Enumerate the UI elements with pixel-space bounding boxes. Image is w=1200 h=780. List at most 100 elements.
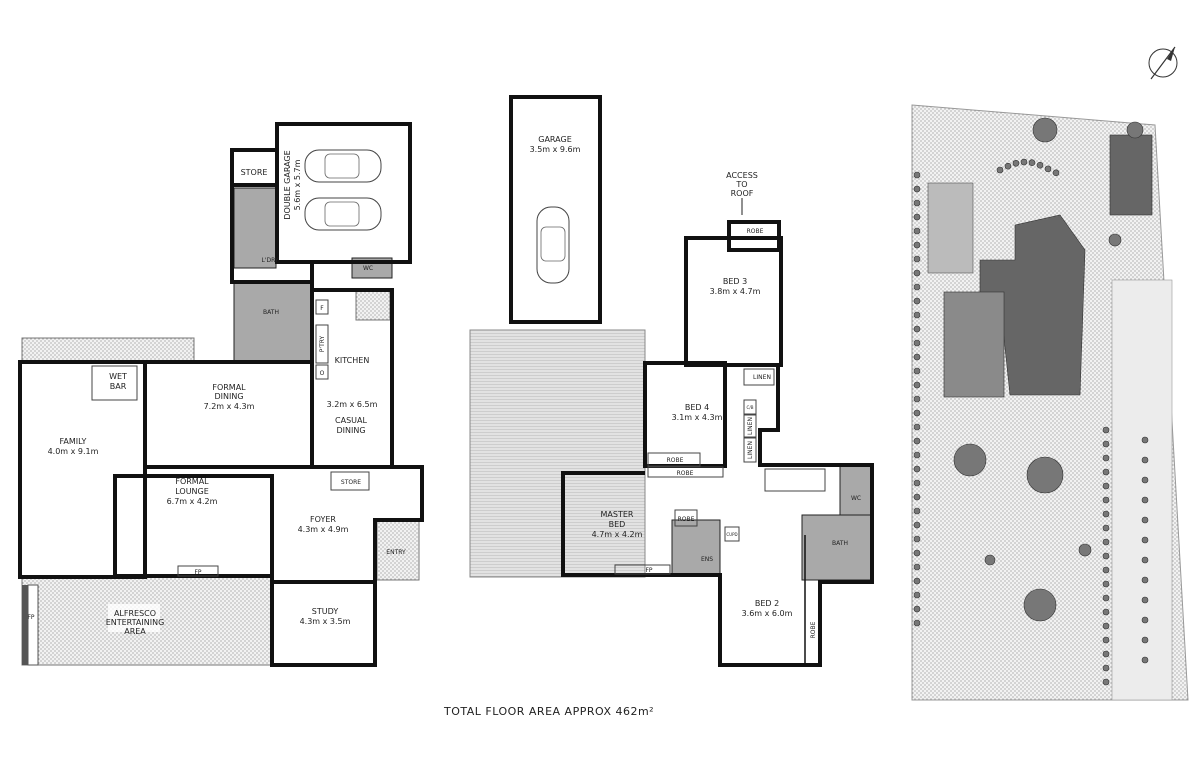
tree-icon [913,535,921,543]
room-label: FP [645,567,652,574]
tree-icon [1102,440,1110,448]
tree-icon [913,367,921,375]
tree-icon [1102,510,1110,518]
room-label: FAMILY [60,437,87,446]
tree-icon [1141,556,1149,564]
tree-icon [1032,117,1058,143]
room-size: 5.6m x 5.7m [293,159,302,210]
tree-icon [1102,552,1110,560]
double-garage [275,122,412,264]
tree-icon [913,577,921,585]
room-size: 3.6m x 6.0m [742,609,793,618]
store-room [230,148,279,187]
tree-icon [1102,622,1110,630]
tree-icon [1126,121,1144,139]
tree-icon [913,493,921,501]
room-label: FOYER [310,515,336,524]
tree-icon [913,423,921,431]
tree-icon [913,507,921,515]
tree-icon [1102,650,1110,658]
total-floor-area: TOTAL FLOOR AREA APPROX 462m² [443,705,654,718]
room-size: 3.2m x 6.5m [327,400,378,409]
tree-icon [1012,159,1020,167]
tree-icon [984,554,996,566]
room-label: GARAGE [538,135,572,144]
tree-icon [913,451,921,459]
tree-icon [1102,426,1110,434]
tree-icon [1102,468,1110,476]
tree-icon [913,339,921,347]
bath-floor [233,281,313,363]
room-label: ROBE [667,457,684,464]
entry-floor [376,519,420,581]
tree-icon [1102,538,1110,546]
room-label: F [320,305,324,312]
room-label: FORMAL [212,383,246,392]
car-icon [536,206,570,284]
car-icon [304,149,382,183]
room-size: 6.7m x 4.2m [167,497,218,506]
room-size: 3.5m x 9.6m [530,145,581,154]
room-label: STORE [341,479,361,486]
tree-icon [1141,636,1149,644]
patio-strip [21,337,195,363]
room-label: P'TRY [319,335,326,352]
tree-icon [1102,678,1110,686]
room-label: O [320,370,325,377]
tree-icon [1028,159,1036,167]
tree-icon [913,283,921,291]
room-label: LINEN [747,417,754,435]
tree-icon [913,171,921,179]
upper-floor: GARAGE 3.5m x 9.6m ACCESS TO ROOF ROBE B… [469,95,874,667]
formal-dining [143,360,314,469]
room-label: CASUAL [335,416,367,425]
room-label: FORMAL [175,477,209,486]
tree-icon [913,465,921,473]
tree-icon [913,619,921,627]
tree-icon [913,353,921,361]
tree-icon [1036,161,1044,169]
room-label: TO [735,180,747,189]
tree-icon [1052,169,1060,177]
room-label: WC [851,495,861,502]
room-label: DOUBLE GARAGE [283,150,292,219]
room-label: AREA [124,627,146,636]
room-label: WC [363,265,373,272]
room-size: 4.0m x 9.1m [48,447,99,456]
robe-bed-3 [727,220,781,252]
tree-icon [1102,608,1110,616]
room-label: CUPD [726,532,737,537]
tree-icon [1102,524,1110,532]
bed-3 [684,236,783,367]
room-label: BATH [832,540,848,547]
room-size: 4.7m x 4.2m [592,530,643,539]
tree-icon [913,199,921,207]
tree-icon [1102,454,1110,462]
ground-floor: DOUBLE GARAGE 5.6m x 5.7m STORE L'DRY BA… [18,122,424,667]
tree-icon [1141,536,1149,544]
room-label: BED 2 [755,599,779,608]
tree-icon [913,479,921,487]
tree-icon [913,381,921,389]
room-label: ENS [701,556,713,563]
car-icon [304,197,382,231]
room-label: ACCESS [726,171,758,180]
room-label: MASTER [601,510,634,519]
tree-icon [1044,165,1052,173]
room-label: ROBE [747,228,764,235]
north-arrow-icon [1148,46,1178,80]
tree-icon [1108,233,1122,247]
tree-icon [1026,456,1064,494]
tree-icon [913,563,921,571]
tree-icon [913,255,921,263]
tree-icon [1102,594,1110,602]
room-label: L'DRY [261,257,278,264]
tree-icon [1141,656,1149,664]
room-label: FP [194,569,201,576]
tree-icon [913,521,921,529]
room-label: DINING [336,426,365,435]
tree-icon [913,269,921,277]
room-size: 7.2m x 4.3m [204,402,255,411]
tree-icon [1102,664,1110,672]
